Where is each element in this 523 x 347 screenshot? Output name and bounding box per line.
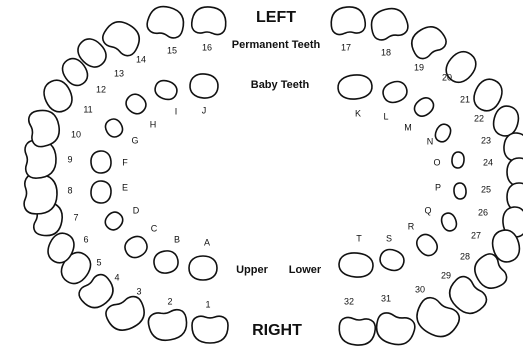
baby-tooth-c (121, 233, 150, 261)
permanent-tooth-label-18: 18 (381, 47, 391, 57)
permanent-tooth-19 (406, 21, 449, 61)
baby-tooth-label-h: H (150, 119, 157, 129)
baby-tooth-label-k: K (355, 108, 361, 118)
permanent-tooth-label-24: 24 (483, 157, 493, 167)
baby-tooth-k (337, 74, 373, 101)
baby-tooth-f (90, 150, 112, 174)
permanent-tooth-32 (338, 317, 376, 347)
permanent-tooth-label-19: 19 (414, 62, 424, 72)
permanent-tooth-18 (368, 5, 410, 42)
permanent-tooth-label-9: 9 (67, 154, 72, 164)
permanent-tooth-label-10: 10 (71, 129, 81, 139)
baby-tooth-label-e: E (122, 182, 128, 192)
baby-tooth-label-m: M (404, 122, 412, 132)
baby-tooth-g (103, 116, 126, 140)
baby-tooth-label-o: O (433, 157, 440, 167)
permanent-tooth-label-25: 25 (481, 184, 491, 194)
permanent-tooth-14 (100, 16, 146, 59)
permanent-tooth-label-11: 11 (83, 104, 92, 114)
baby-tooth-label-j: J (202, 105, 207, 115)
baby-tooth-e (90, 180, 112, 204)
baby-tooth-label-i: I (175, 106, 178, 116)
baby-tooth-j (189, 73, 219, 99)
baby-tooth-i (153, 78, 180, 102)
permanent-tooth-15 (145, 3, 187, 40)
baby-tooth-label-g: G (131, 135, 138, 145)
permanent-tooth-label-20: 20 (442, 72, 452, 82)
baby-tooth-l (380, 78, 409, 105)
permanent-tooth-label-21: 21 (460, 94, 470, 104)
permanent-tooth-label-23: 23 (481, 135, 491, 145)
permanent-tooth-label-22: 22 (474, 113, 484, 123)
baby-tooth-b (152, 249, 179, 275)
baby-tooth-label-n: N (427, 136, 434, 146)
permanent-tooth-label-13: 13 (114, 68, 124, 78)
baby-tooth-label-l: L (383, 111, 388, 121)
permanent-tooth-31 (373, 311, 417, 347)
upper-heading: Upper (236, 264, 269, 276)
baby-tooth-label-f: F (122, 157, 128, 167)
permanent-teeth-heading: Permanent Teeth (232, 39, 321, 51)
baby-tooth-n (433, 122, 453, 144)
permanent-tooth-label-15: 15 (167, 45, 177, 55)
permanent-tooth-1 (192, 316, 228, 343)
baby-tooth-label-t: T (356, 233, 362, 243)
baby-tooth-label-q: Q (424, 205, 431, 215)
baby-tooth-r (413, 231, 441, 259)
permanent-tooth-label-32: 32 (344, 296, 354, 306)
right-heading: RIGHT (252, 322, 302, 339)
permanent-tooth-label-7: 7 (73, 212, 78, 222)
baby-tooth-label-b: B (174, 234, 180, 244)
permanent-tooth-label-5: 5 (96, 257, 101, 267)
baby-tooth-o (451, 152, 464, 169)
permanent-tooth-label-2: 2 (167, 296, 172, 306)
permanent-tooth-16 (191, 6, 227, 36)
baby-tooth-q (439, 211, 458, 233)
permanent-tooth-label-14: 14 (136, 54, 146, 64)
baby-teeth-heading: Baby Teeth (251, 79, 310, 91)
permanent-tooth-label-17: 17 (341, 42, 351, 52)
permanent-tooth-label-26: 26 (478, 207, 488, 217)
permanent-tooth-label-29: 29 (441, 270, 451, 280)
permanent-tooth-label-3: 3 (136, 286, 141, 296)
baby-tooth-label-s: S (386, 233, 392, 243)
left-heading: LEFT (256, 9, 296, 26)
teeth-layer (24, 3, 523, 347)
lower-heading: Lower (289, 264, 322, 276)
baby-tooth-label-p: P (435, 182, 441, 192)
permanent-tooth-8 (24, 173, 58, 214)
permanent-tooth-label-27: 27 (471, 230, 481, 240)
permanent-tooth-label-8: 8 (67, 185, 72, 195)
baby-tooth-a (189, 256, 217, 280)
baby-tooth-t (338, 252, 374, 279)
permanent-tooth-label-31: 31 (381, 293, 391, 303)
permanent-tooth-17 (330, 6, 366, 36)
permanent-tooth-label-28: 28 (460, 251, 470, 261)
permanent-tooth-label-30: 30 (415, 284, 425, 294)
permanent-tooth-label-1: 1 (205, 299, 210, 309)
baby-tooth-label-c: C (151, 223, 158, 233)
permanent-tooth-24 (507, 158, 523, 186)
permanent-tooth-label-12: 12 (96, 84, 106, 94)
baby-tooth-h (123, 91, 150, 118)
baby-tooth-d (102, 209, 126, 233)
baby-tooth-label-d: D (133, 205, 140, 215)
permanent-tooth-label-16: 16 (202, 42, 212, 52)
baby-tooth-s (377, 246, 406, 273)
permanent-tooth-2 (147, 308, 189, 343)
permanent-tooth-label-6: 6 (83, 234, 88, 244)
baby-tooth-label-r: R (408, 221, 415, 231)
permanent-tooth-label-4: 4 (114, 272, 119, 282)
baby-tooth-p (453, 183, 466, 200)
permanent-tooth-10 (27, 108, 61, 148)
baby-tooth-label-a: A (204, 237, 210, 247)
baby-tooth-m (411, 94, 437, 119)
